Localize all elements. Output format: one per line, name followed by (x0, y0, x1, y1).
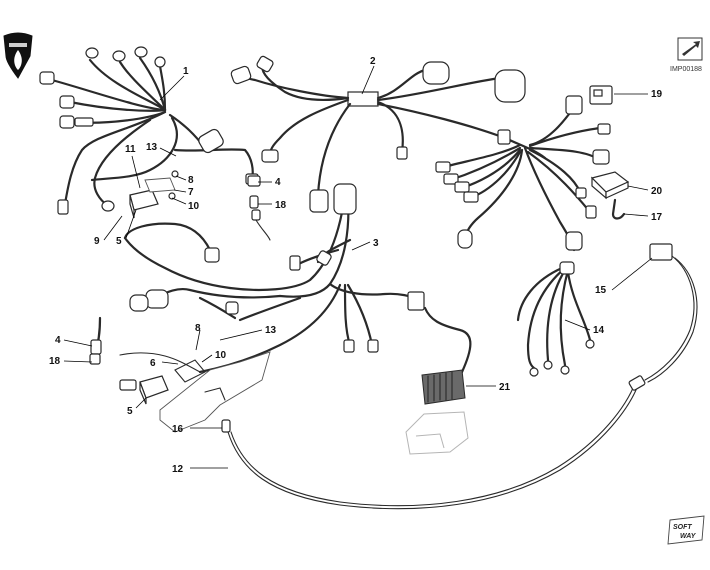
callout-11: 11 (125, 144, 136, 155)
callout-12: 12 (172, 464, 184, 475)
callout-9: 9 (94, 236, 100, 247)
callout-13-upper: 13 (146, 142, 158, 153)
part-3-rear-harness (123, 183, 425, 374)
callout-14: 14 (593, 325, 605, 336)
callout-18-lower: 18 (49, 356, 61, 367)
callout-labels: 1 2 3 4 4 5 5 6 7 8 8 9 10 10 11 12 13 1… (49, 56, 663, 475)
part-18-sensor-lower (251, 209, 271, 241)
part-2-main-harness (230, 55, 547, 213)
part-17-clip (611, 198, 626, 220)
lower-mount-plate (119, 351, 271, 433)
part-4-sensor-lower (89, 316, 102, 365)
callout-3: 3 (373, 238, 379, 249)
reference-code: IMP00188 (670, 66, 702, 73)
callout-10-upper: 10 (188, 201, 200, 212)
callout-5-lower: 5 (127, 406, 133, 417)
part-15-sensor-cable (628, 243, 698, 391)
brand-logo (3, 32, 33, 79)
part-1-front-harness (39, 46, 259, 215)
navigation-arrow-icon[interactable] (677, 37, 703, 61)
callout-2: 2 (370, 56, 376, 67)
part-21-regulator (405, 306, 472, 455)
callout-10-lower: 10 (215, 350, 227, 361)
callout-17: 17 (651, 212, 663, 223)
callout-15: 15 (595, 285, 607, 296)
part-12-speedo-cable (227, 377, 641, 510)
callout-21: 21 (499, 382, 511, 393)
callout-16: 16 (172, 424, 184, 435)
callout-5-upper: 5 (116, 236, 122, 247)
callout-7: 7 (188, 187, 194, 198)
callout-4-lower: 4 (55, 335, 61, 346)
softway-label-bottom: WAY (680, 533, 697, 540)
part-5-bracket-upper (129, 189, 159, 219)
part-5-bracket-lower (119, 375, 169, 405)
callout-leaders (63, 65, 653, 469)
callout-6: 6 (150, 358, 156, 369)
part-2-right-branch (435, 95, 611, 252)
part-14-ground-wires (516, 261, 595, 377)
softway-badge[interactable]: SOFT WAY (667, 515, 705, 545)
softway-label-top: SOFT (673, 524, 692, 531)
part-19-relay-connector (589, 85, 613, 105)
callout-8-lower: 8 (195, 323, 201, 334)
callout-19: 19 (651, 89, 663, 100)
part-6-7-brackets-upper (144, 170, 179, 200)
callout-20: 20 (651, 186, 663, 197)
callout-4-upper: 4 (275, 177, 281, 188)
part-16-fastener (221, 419, 231, 433)
callout-1: 1 (183, 66, 189, 77)
part-20-relay-module (590, 171, 630, 200)
callout-8-upper: 8 (188, 175, 194, 186)
callout-18-upper: 18 (275, 200, 287, 211)
callout-13-lower: 13 (265, 325, 277, 336)
part-4-sensor-upper (247, 175, 261, 209)
